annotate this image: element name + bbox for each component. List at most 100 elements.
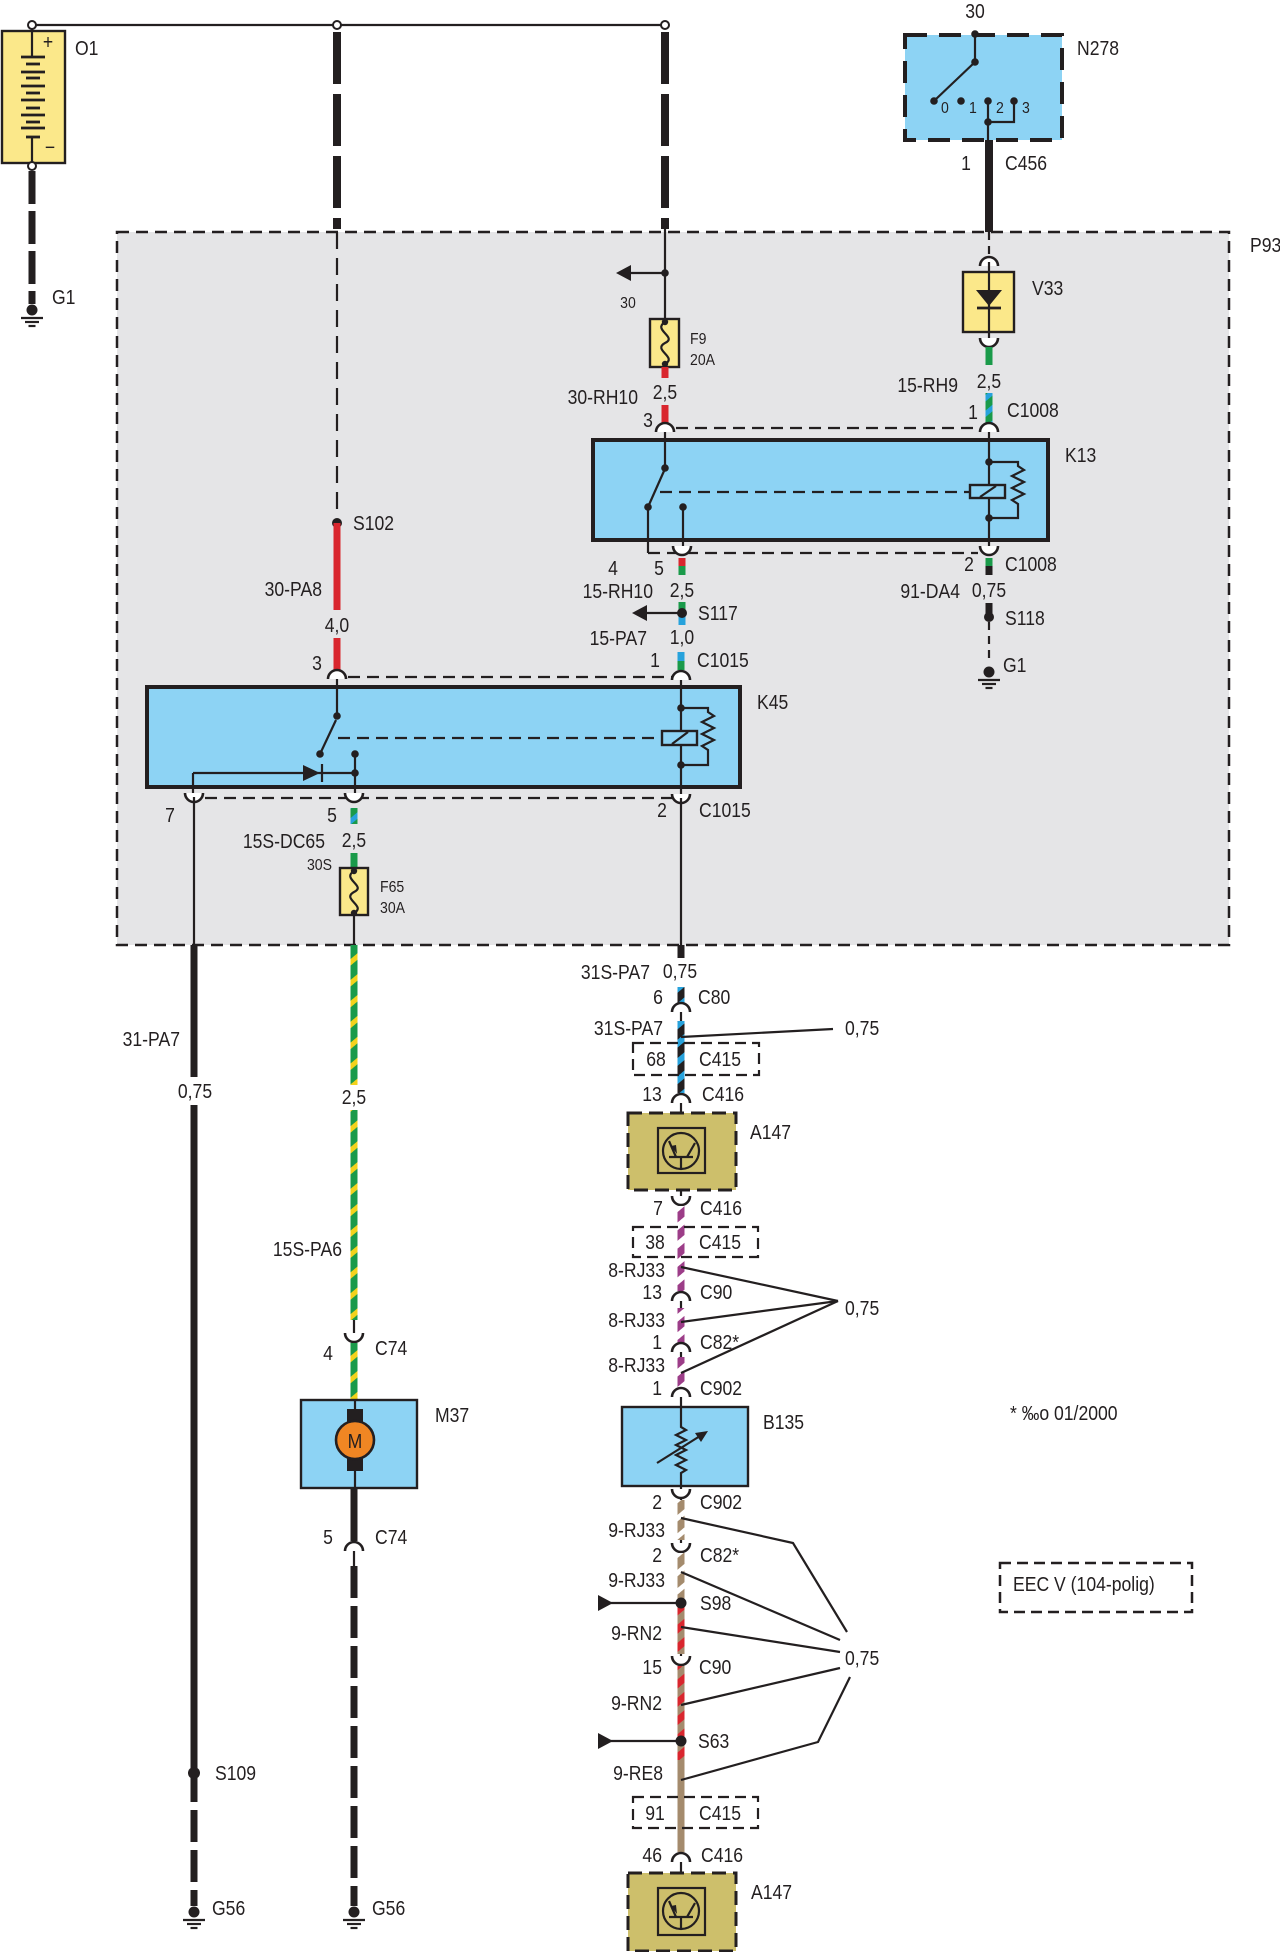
- connector-icon: [670, 1001, 692, 1014]
- connector-icon: [343, 791, 365, 804]
- battery-minus-sign: −: [45, 136, 55, 158]
- relay-k13: [591, 421, 1050, 557]
- wire-31s-pa7: [677, 945, 685, 958]
- wire-30-rh10: [661, 367, 669, 378]
- wire-30-rh10: [661, 405, 669, 425]
- fuse-body: [338, 866, 370, 917]
- wire-15-rh10: [678, 558, 686, 566]
- fuse-label: F9: [690, 330, 706, 348]
- pin-label: 5: [327, 804, 337, 826]
- pin-label: 3: [312, 652, 322, 674]
- connector-icon: [670, 1341, 692, 1354]
- wire-code-label: 30-RH10: [568, 386, 638, 408]
- wire-size-label: 0,75: [845, 1017, 879, 1039]
- connector-icon: [670, 1092, 692, 1105]
- pin-label: 68: [646, 1048, 666, 1070]
- ground-icon: [181, 1905, 207, 1930]
- connector-icon: [978, 421, 1000, 434]
- terminal-label: 30: [620, 294, 636, 312]
- connector-c415-box: [631, 1795, 760, 1830]
- battery-label: O1: [75, 37, 98, 59]
- wire-15-rh10: [678, 602, 686, 613]
- pin-label: 3: [643, 409, 653, 431]
- arrow-left-icon: [616, 265, 631, 281]
- switch-position-label: 0: [941, 99, 949, 117]
- connector-label: C74: [375, 1337, 407, 1359]
- pin-label: 15: [642, 1656, 662, 1678]
- battery-plus-sign: +: [43, 31, 53, 53]
- wire-31s-pa7: [677, 987, 685, 1005]
- splice-label: S118: [1005, 607, 1045, 629]
- pin-label: 2: [964, 553, 974, 575]
- diode-label: V33: [1032, 277, 1063, 299]
- connector-label: C415: [699, 1231, 741, 1253]
- wire-code-label: 9-RN2: [611, 1622, 662, 1644]
- connector-label: C415: [699, 1048, 741, 1070]
- fuse-icon: [349, 870, 359, 914]
- transistor-icon: [661, 1891, 701, 1931]
- wire-code-label: 15S-DC65: [243, 830, 325, 852]
- connector-icon: [670, 1194, 692, 1207]
- pin-label: 5: [654, 557, 664, 579]
- module-label: A147: [750, 1121, 791, 1143]
- diode-icon: [303, 765, 320, 781]
- wire-31-pa7: [190, 1105, 198, 1802]
- switch-position-dot: [930, 97, 938, 105]
- connector-label: C1015: [699, 799, 751, 821]
- wire-15-pa7: [678, 613, 686, 625]
- connector-label: C90: [699, 1656, 731, 1678]
- connector-label: C416: [702, 1083, 744, 1105]
- fuse-rating: 30A: [380, 899, 406, 917]
- wire-9-rj33: [677, 1553, 685, 1603]
- resistor-icon: [989, 460, 1027, 520]
- wire-code-label: 15-RH10: [583, 580, 653, 602]
- splice-s63-dot: [675, 1735, 687, 1747]
- connector-icon: [343, 1331, 365, 1344]
- pin-label: 2: [652, 1544, 662, 1566]
- connector-icon: [670, 1541, 692, 1554]
- relay-label: K13: [1065, 444, 1096, 466]
- wire-size-label: 2,5: [342, 829, 366, 851]
- wire-code-label: 31S-PA7: [594, 1017, 663, 1039]
- wire-91-da4: [985, 566, 993, 575]
- connector-label: C1008: [1005, 553, 1057, 575]
- pin-label: 1: [968, 401, 978, 423]
- connector-label: C902: [700, 1377, 742, 1399]
- connector-label: C1008: [1007, 399, 1059, 421]
- module-legend-box: [998, 1561, 1194, 1614]
- switch-position-label: 2: [996, 99, 1004, 117]
- wire-code-label: 31-PA7: [123, 1028, 180, 1050]
- wire-size-label: 2,5: [977, 370, 1001, 392]
- splice-s98-dot: [675, 1597, 687, 1609]
- ecu-module-a147-bottom: [626, 1871, 738, 1952]
- relay-k45: [145, 668, 742, 805]
- motor-m37: [299, 1398, 419, 1490]
- pin-label: 1: [652, 1331, 662, 1353]
- fuse-f9: [616, 229, 681, 369]
- splice-label: S109: [215, 1762, 256, 1784]
- pin-label: 5: [323, 1526, 333, 1548]
- pin-label: 91: [645, 1802, 665, 1824]
- wire-31s-pa7: [677, 1021, 685, 1093]
- fuse-icon: [660, 321, 670, 365]
- splice-s109-dot: [188, 1767, 200, 1779]
- bus-junction-terminal: [660, 20, 670, 30]
- battery-body: [0, 29, 67, 165]
- resistor-icon: [681, 706, 717, 767]
- wire-code-label: 9-RJ33: [608, 1519, 665, 1541]
- arrow-right-icon: [598, 1733, 613, 1749]
- connector-c415-box: [631, 1041, 761, 1077]
- connector-label: C416: [701, 1844, 743, 1866]
- connector-icon: [671, 544, 693, 557]
- switch-position-label: 3: [1022, 99, 1030, 117]
- wire-code-label: 8-RJ33: [608, 1309, 665, 1331]
- bus-junction-terminal: [332, 20, 342, 30]
- wire-9-re8: [677, 1760, 685, 1852]
- sensor-b135: [620, 1405, 750, 1488]
- connector-icon: [670, 1487, 692, 1500]
- diode-v33: [961, 232, 1016, 349]
- wire-code-label: 15-RH9: [897, 374, 958, 396]
- module-legend-text: EEC V (104-polig): [1013, 1573, 1155, 1595]
- arrow-left-icon: [632, 605, 647, 621]
- variable-resistor-icon: [673, 1407, 689, 1486]
